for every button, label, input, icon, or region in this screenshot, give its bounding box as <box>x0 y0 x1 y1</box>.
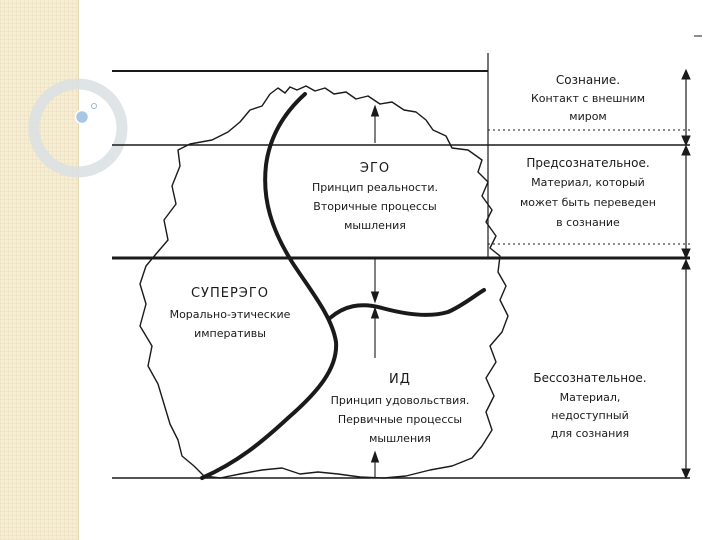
svg-text:Вторичные процессы: Вторичные процессы <box>313 200 436 213</box>
svg-text:Принцип удовольствия.: Принцип удовольствия. <box>331 394 470 407</box>
svg-text:ИД: ИД <box>389 372 411 387</box>
svg-text:Материал, который: Материал, который <box>531 176 645 189</box>
svg-text:императивы: императивы <box>194 327 266 340</box>
level-arrows <box>682 70 690 478</box>
svg-text:миром: миром <box>569 110 606 123</box>
label-superego: СУПЕРЭГО Морально-этические императивы <box>170 286 291 340</box>
svg-text:СУПЕРЭГО: СУПЕРЭГО <box>191 286 269 301</box>
svg-text:Предсознательное.: Предсознательное. <box>526 156 649 170</box>
svg-text:Морально-этические: Морально-этические <box>170 308 291 321</box>
label-conscious: Сознание. Контакт с внешним миром <box>531 73 645 123</box>
svg-text:ЭГО: ЭГО <box>360 161 390 176</box>
svg-text:Бессознательное.: Бессознательное. <box>533 371 646 385</box>
decorative-circles <box>34 84 122 172</box>
svg-text:недоступный: недоступный <box>551 409 628 422</box>
label-ego: ЭГО Принцип реальности. Вторичные процес… <box>312 161 438 232</box>
svg-text:в сознание: в сознание <box>556 216 620 229</box>
svg-text:Принцип реальности.: Принцип реальности. <box>312 181 438 194</box>
svg-text:может быть переведен: может быть переведен <box>520 196 656 209</box>
svg-text:для сознания: для сознания <box>551 427 629 440</box>
ego-id-boundary-curve <box>330 290 484 318</box>
svg-text:Сознание.: Сознание. <box>556 73 620 87</box>
svg-text:мышления: мышления <box>369 432 431 445</box>
svg-text:Материал,: Материал, <box>560 391 621 404</box>
label-unconscious: Бессознательное. Материал, недоступный д… <box>533 371 646 440</box>
svg-text:Первичные процессы: Первичные процессы <box>338 413 462 426</box>
svg-text:мышления: мышления <box>344 219 406 232</box>
label-preconscious: Предсознательное. Материал, который може… <box>520 156 656 229</box>
svg-text:Контакт с внешним: Контакт с внешним <box>531 92 645 105</box>
label-id: ИД Принцип удовольствия. Первичные проце… <box>331 372 470 445</box>
